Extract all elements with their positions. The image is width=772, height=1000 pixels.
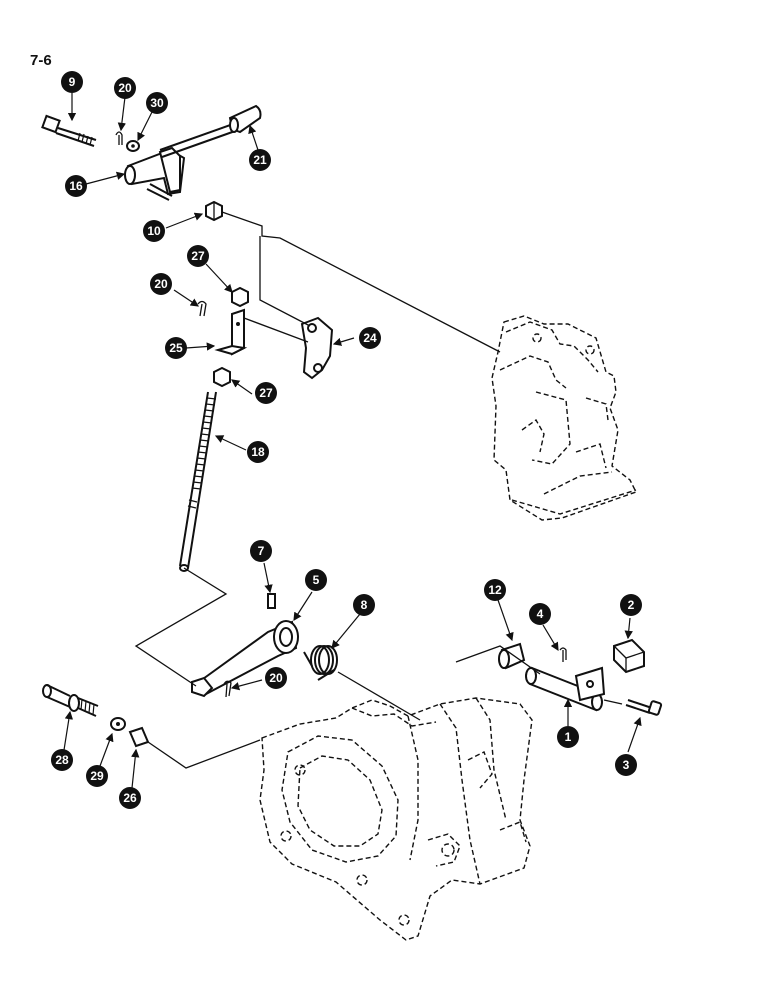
svg-text:2: 2 (628, 598, 635, 612)
part-20-cotter-pin-mid (197, 300, 207, 317)
svg-text:28: 28 (55, 753, 69, 767)
callout-4: 4 (529, 603, 551, 625)
callout-5: 5 (305, 569, 327, 591)
svg-text:8: 8 (361, 598, 368, 612)
part-8-spring (303, 645, 338, 681)
housing-transmission (259, 697, 533, 941)
part-18-threaded-rod (179, 391, 217, 572)
part-30-washer (126, 140, 140, 152)
callout-20-mid: 20 (150, 273, 172, 295)
svg-text:20: 20 (269, 671, 283, 685)
callout-26: 26 (119, 787, 141, 809)
part-16-shift-arm (124, 146, 186, 201)
svg-text:7: 7 (258, 544, 265, 558)
part-2-block (613, 638, 645, 674)
callout-27-top: 27 (187, 245, 209, 267)
part-21-rod-knob (159, 104, 262, 158)
svg-text:9: 9 (69, 75, 76, 89)
callout-10: 10 (143, 220, 165, 242)
part-25-clip (214, 308, 248, 356)
callout-30: 30 (146, 92, 168, 114)
callout-20-lower: 20 (265, 667, 287, 689)
svg-text:26: 26 (123, 791, 137, 805)
part-5-lever-arm (191, 620, 299, 698)
part-24-bracket (300, 316, 334, 380)
part-26-nut (128, 726, 150, 748)
svg-text:25: 25 (169, 341, 183, 355)
svg-text:18: 18 (251, 445, 265, 459)
svg-text:16: 16 (69, 179, 83, 193)
part-3-bolt (625, 699, 663, 716)
callout-28: 28 (51, 749, 73, 771)
callout-29: 29 (86, 765, 108, 787)
svg-text:10: 10 (147, 224, 161, 238)
part-27-nut-top (231, 286, 249, 308)
callout-24: 24 (359, 327, 381, 349)
page-number: 7-6 (30, 52, 52, 69)
callout-9: 9 (61, 71, 83, 93)
part-29-washer (110, 717, 126, 731)
part-12-bushing (498, 642, 526, 670)
callout-18: 18 (247, 441, 269, 463)
callout-25: 25 (165, 337, 187, 359)
part-1-shaft (525, 666, 606, 712)
callout-1: 1 (557, 726, 579, 748)
svg-text:4: 4 (537, 607, 544, 621)
callout-16: 16 (65, 175, 87, 197)
part-10-nut (205, 200, 223, 222)
callout-8: 8 (353, 594, 375, 616)
part-7-set-screw (267, 593, 276, 609)
assembly-lines (134, 211, 623, 769)
svg-text:20: 20 (154, 277, 168, 291)
callout-27-bottom: 27 (255, 382, 277, 404)
part-28-stud (42, 684, 99, 717)
svg-text:27: 27 (191, 249, 205, 263)
callout-3: 3 (615, 754, 637, 776)
svg-text:1: 1 (565, 730, 572, 744)
svg-text:30: 30 (150, 96, 164, 110)
svg-text:3: 3 (623, 758, 630, 772)
part-9-bolt (41, 114, 97, 147)
svg-text:21: 21 (253, 153, 267, 167)
housing-upper-right (491, 315, 637, 521)
svg-text:27: 27 (259, 386, 273, 400)
svg-text:24: 24 (363, 331, 377, 345)
part-20-cotter-pin-top (115, 131, 123, 145)
svg-text:5: 5 (313, 573, 320, 587)
callout-7: 7 (250, 540, 272, 562)
svg-text:12: 12 (488, 583, 502, 597)
svg-text:20: 20 (118, 81, 132, 95)
part-27-nut-bottom (213, 366, 231, 388)
callout-21: 21 (249, 149, 271, 171)
callout-12: 12 (484, 579, 506, 601)
leader-lines (63, 93, 642, 789)
callout-20-top: 20 (114, 77, 136, 99)
svg-text:29: 29 (90, 769, 104, 783)
part-4-pin (559, 647, 567, 662)
callout-2: 2 (620, 594, 642, 616)
